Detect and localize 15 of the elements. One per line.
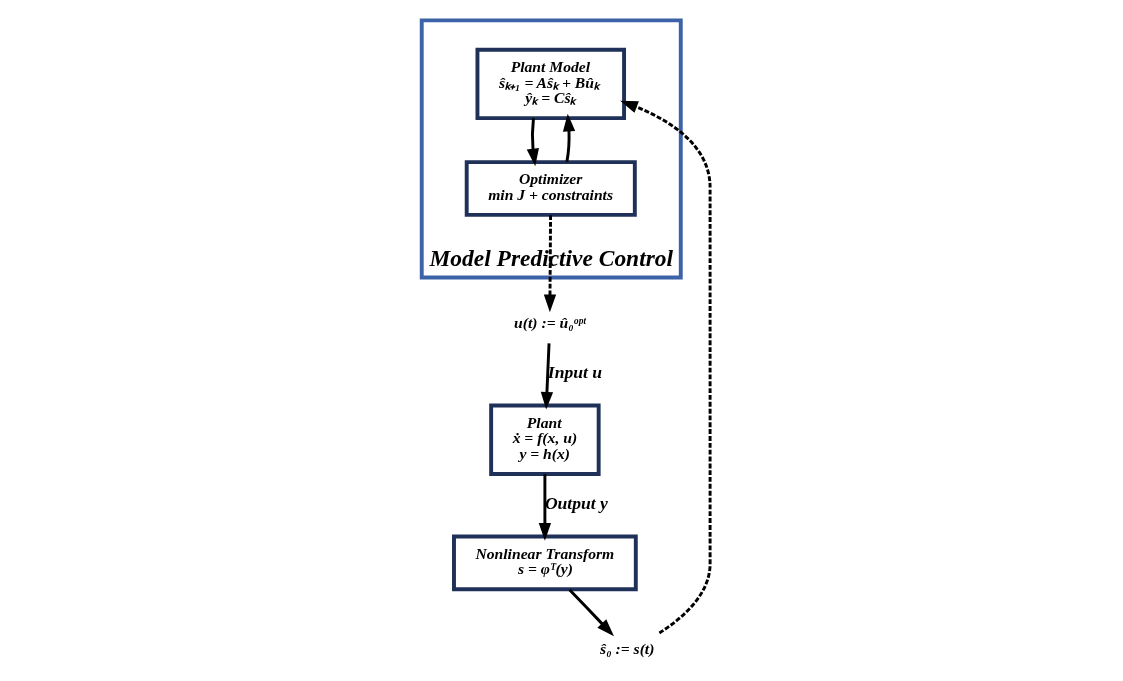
node-text: u(t) := û₀ᵒᵖᵗ — [513, 314, 586, 332]
node-text: ŝ₀ := s(t) — [599, 639, 654, 657]
edge-label: Output y — [544, 492, 608, 513]
edge-label: Input u — [547, 361, 602, 382]
node-box: Optimizer min J + constraints — [464, 160, 637, 217]
node-box: Plant ẋ = f(x, u) y = h(x) — [488, 403, 601, 476]
arrow — [562, 113, 575, 163]
arrow — [540, 343, 553, 410]
arrow — [526, 118, 539, 167]
arrow — [538, 474, 551, 541]
arrow — [543, 215, 556, 313]
node-box: Nonlinear Transform s = φᵀ(y) — [451, 534, 638, 592]
arrow — [619, 100, 712, 635]
arrow — [567, 588, 614, 637]
node-box: Plant Model ŝₖ₊₁ = Aŝₖ + Bûₖ ŷₖ = Cŝₖ — [475, 47, 626, 121]
